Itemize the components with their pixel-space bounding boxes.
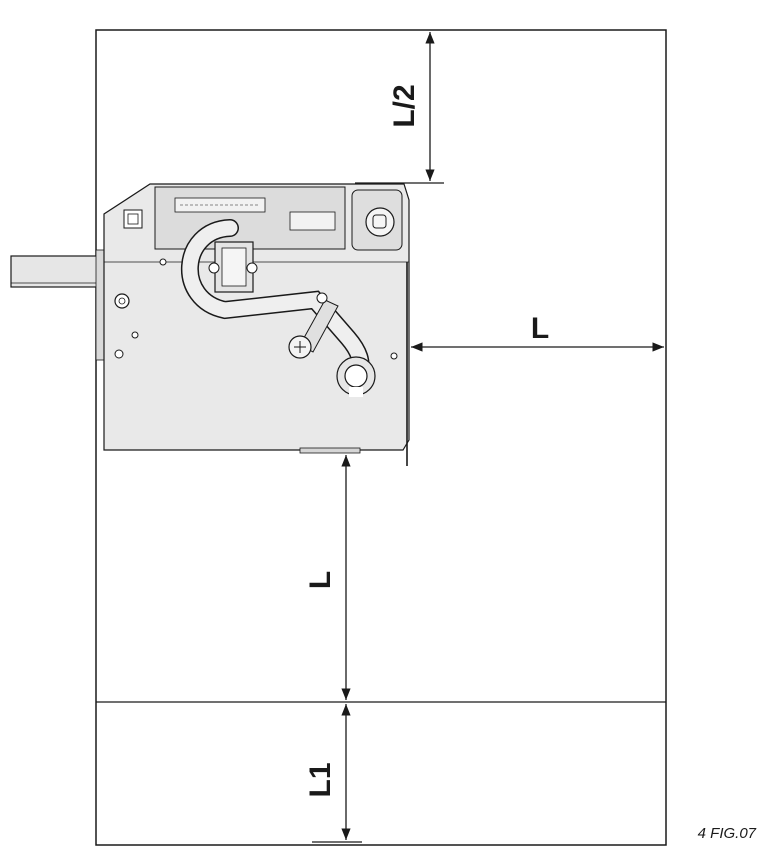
lock-body <box>103 183 410 451</box>
figure-caption: 4 FIG.07 <box>698 825 757 842</box>
dimension-base-label: L1 <box>304 762 337 797</box>
mount-screw <box>114 293 130 309</box>
dimension-top: L/2 <box>355 32 444 184</box>
lock-assembly <box>10 183 410 466</box>
latch-bolt <box>10 255 101 288</box>
dimension-side-label: L <box>531 312 549 345</box>
dimension-bottom: L <box>304 455 351 700</box>
panel-outline <box>95 29 667 846</box>
dimension-top-label: L/2 <box>388 84 421 127</box>
pivot-circle <box>365 207 395 237</box>
dimension-base: L1 <box>304 704 362 843</box>
dimension-side: L <box>411 312 664 352</box>
dimension-bottom-label: L <box>304 571 337 589</box>
